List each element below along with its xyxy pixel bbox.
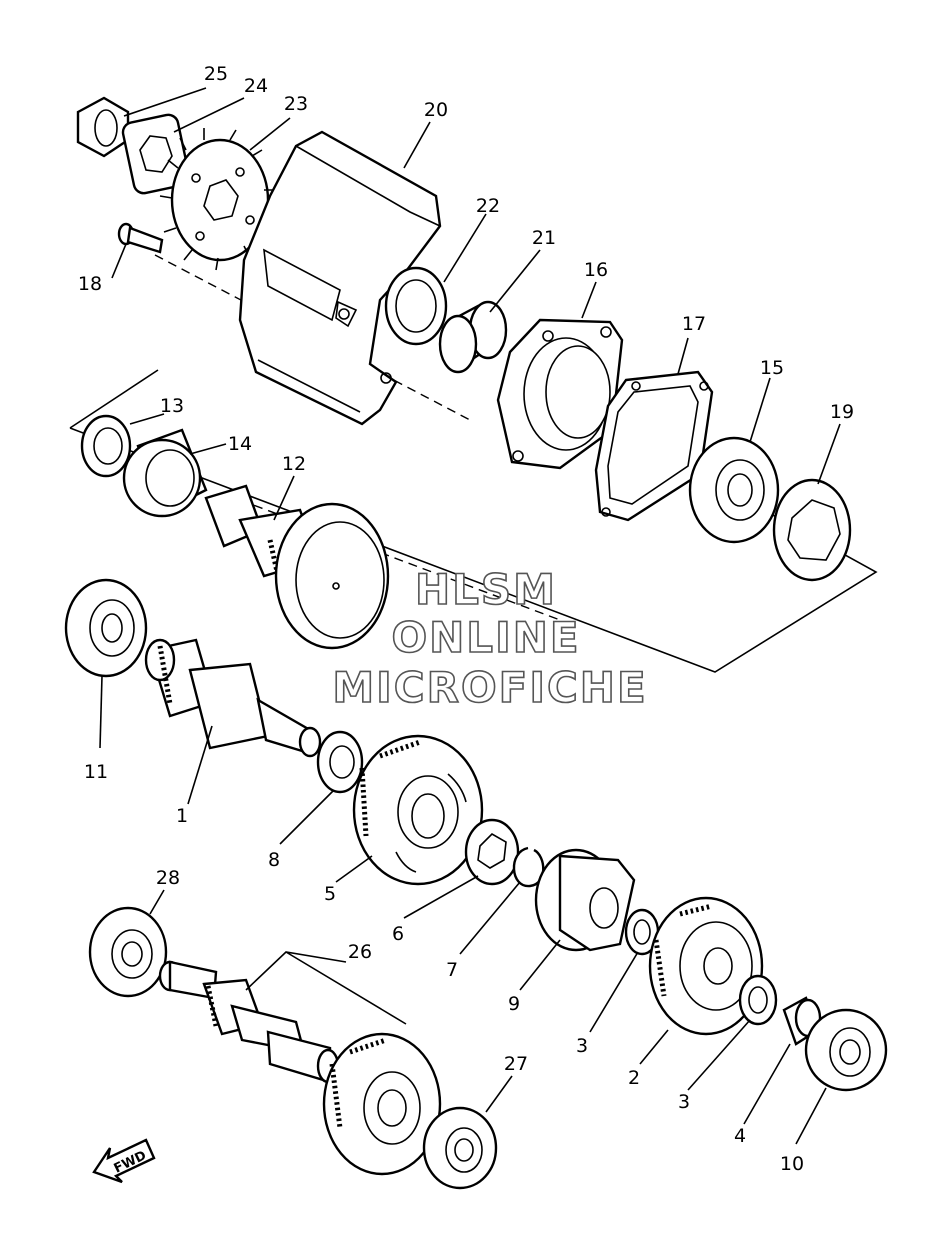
part-3b-washer[interactable] [738, 974, 778, 1026]
label-8: 8 [268, 849, 280, 871]
label-11: 11 [84, 761, 108, 783]
label-12: 12 [282, 453, 306, 475]
part-12-gear[interactable] [204, 484, 390, 650]
part-22-oil-seal[interactable] [384, 266, 448, 346]
part-19-lock-washer[interactable] [772, 478, 852, 582]
part-28-bearing[interactable] [88, 906, 168, 998]
part-5-gear[interactable] [352, 734, 484, 886]
part-7-circlip[interactable] [512, 846, 545, 888]
label-3a: 3 [576, 1035, 588, 1057]
watermark-line-1: HLSM [415, 565, 557, 614]
label-16: 16 [584, 259, 608, 281]
part-17-gasket[interactable] [594, 370, 714, 522]
label-10: 10 [780, 1153, 804, 1175]
label-22: 22 [476, 195, 500, 217]
label-17: 17 [682, 313, 706, 335]
label-1: 1 [176, 805, 188, 827]
part-2-gear[interactable] [648, 896, 764, 1036]
label-9: 9 [508, 993, 520, 1015]
watermark-line-2: ONLINE [391, 613, 580, 662]
part-27-bearing[interactable] [422, 1106, 498, 1190]
leader-lines [99, 87, 841, 1145]
label-3b: 3 [678, 1091, 690, 1113]
label-6: 6 [392, 923, 404, 945]
forward-direction-arrow-icon: FWD [92, 1138, 156, 1184]
part-10-bearing[interactable] [804, 1008, 888, 1092]
part-25-nut[interactable] [76, 96, 130, 158]
label-2: 2 [628, 1067, 640, 1089]
watermark-line-3: MICROFICHE [332, 663, 647, 712]
part-20-sprocket-cover[interactable] [238, 130, 442, 426]
part-24-lock-washer[interactable] [121, 113, 191, 195]
label-21: 21 [532, 227, 556, 249]
label-20: 20 [424, 99, 448, 121]
label-24: 24 [244, 75, 268, 97]
label-18: 18 [78, 273, 102, 295]
label-27: 27 [504, 1053, 528, 1075]
part-18-bolt[interactable] [117, 222, 164, 254]
part-8-washer[interactable] [316, 730, 364, 794]
part-23-drive-sprocket[interactable] [159, 128, 276, 271]
part-15-bearing[interactable] [688, 436, 780, 544]
part-11-bearing[interactable] [64, 578, 148, 678]
label-25: 25 [204, 63, 228, 85]
label-13: 13 [160, 395, 184, 417]
label-19: 19 [830, 401, 854, 423]
part-26-drive-axle[interactable] [158, 960, 442, 1176]
part-3a-washer[interactable] [624, 908, 660, 956]
part-6-lock-washer[interactable] [464, 818, 520, 886]
part-1-main-axle[interactable] [144, 638, 322, 758]
part-14-needle-bearing[interactable] [122, 428, 208, 518]
label-15: 15 [760, 357, 784, 379]
part-13-washer[interactable] [80, 414, 132, 478]
part-16-bearing-housing[interactable] [496, 318, 624, 470]
label-7: 7 [446, 959, 458, 981]
label-26: 26 [348, 941, 372, 963]
label-5: 5 [324, 883, 336, 905]
label-4: 4 [734, 1125, 746, 1147]
centerline-middle [239, 499, 561, 621]
watermark: HLSM ONLINE MICROFICHE [332, 564, 647, 713]
label-28: 28 [156, 867, 180, 889]
part-9-gear[interactable] [534, 848, 636, 952]
part-21-collar[interactable] [438, 300, 508, 374]
label-23: 23 [284, 93, 308, 115]
label-14: 14 [228, 433, 252, 455]
